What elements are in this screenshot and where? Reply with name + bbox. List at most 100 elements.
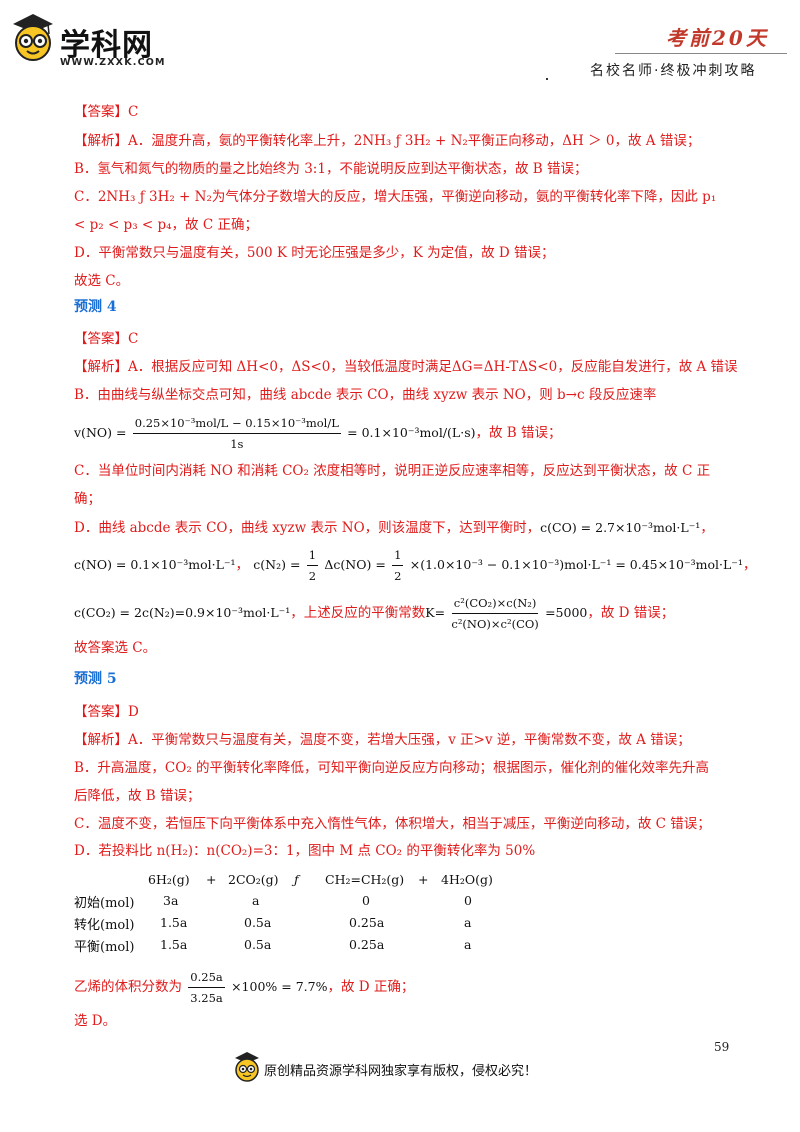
logo-url: WWW.ZXXK.COM: [60, 57, 166, 68]
analysis-a-text: A．平衡常数只与温度有关，温度不变，若增大压强，v 正>v 逆，平衡常数不变，故…: [128, 732, 691, 748]
n2-lhs: c(N₂) =: [253, 557, 301, 572]
table-cell: 0.5a: [244, 915, 272, 930]
section-title: 预测 5: [74, 671, 117, 687]
rate-numerator: 0.25×10⁻³mol/L − 0.15×10⁻³mol/L: [132, 414, 341, 434]
analysis-a-text: A．温度升高，氨的平衡转化率上升，2NH₃ ƒ 3H₂ + N₂平衡正向移动，Δ…: [128, 133, 701, 149]
eq-plus: +: [206, 872, 217, 887]
table-cell: 1.5a: [160, 915, 188, 930]
analysis-b-1: B．升高温度，CO₂ 的平衡转化率降低，可知平衡向逆反应方向移动；根据图示，催化…: [74, 760, 710, 776]
answer-line: 【答案】D: [74, 703, 139, 721]
series-subtitle: 名校名师·终极冲刺攻略: [590, 63, 757, 79]
table-cell: 0: [464, 893, 472, 908]
k-equation-line: c(CO₂) = 2c(N₂)=0.9×10⁻³mol·L⁻¹，上述反应的平衡常…: [74, 594, 674, 633]
header-dot: [546, 78, 548, 80]
half-numerator: 1: [392, 546, 404, 566]
ethylene-numerator: 0.25a: [188, 968, 225, 988]
analysis-c-2: 确；: [74, 491, 101, 507]
half-denominator: 2: [308, 569, 317, 583]
rate-denominator: 1s: [230, 437, 244, 451]
k-text: ，上述反应的平衡常数: [290, 605, 426, 621]
half-fraction: 1 2: [306, 546, 319, 585]
table-cell: 0: [362, 893, 370, 908]
half-denominator: 2: [394, 569, 402, 583]
conclusion: 选 D。: [74, 1013, 117, 1029]
section-title: 预测 4: [74, 299, 117, 315]
analysis-b: B．由曲线与纵坐标交点可知，曲线 abcde 表示 CO，曲线 xyzw 表示 …: [74, 387, 657, 403]
row-label-change: 转化(mol): [74, 918, 135, 933]
answer-line: 【答案】C: [74, 330, 138, 348]
analysis-d: D．平衡常数只与温度有关，500 K 时无论压强是多少，K 为定值，故 D 错误…: [74, 245, 555, 261]
row-label-equilibrium: 平衡(mol): [74, 940, 135, 955]
table-cell: a: [464, 915, 472, 930]
table-cell: a: [464, 937, 472, 952]
analysis-c-2: < p₂ < p₃ < p₄，故 C 正确；: [74, 217, 258, 233]
logo-mascot-icon: [8, 10, 58, 66]
table-cell: 0.25a: [349, 915, 385, 930]
conclusion: 故答案选 C。: [74, 640, 157, 656]
answer-label: 【答案】: [74, 704, 128, 720]
rate-fraction: 0.25×10⁻³mol/L − 0.15×10⁻³mol/L 1s: [132, 414, 341, 453]
eq-term-water: 4H₂O(g): [441, 872, 493, 887]
analysis-a: 【解析】A．平衡常数只与温度有关，温度不变，若增大压强，v 正>v 逆，平衡常数…: [74, 731, 691, 749]
answer-label: 【答案】: [74, 331, 128, 347]
ethylene-tail: ，故 D 正确；: [327, 979, 415, 995]
rate-lhs: v(NO) =: [74, 425, 127, 440]
answer-line: 【答案】C: [74, 103, 138, 121]
analysis-c-1: C．当单位时间内消耗 NO 和消耗 CO₂ 浓度相等时，说明正逆反应速率相等，反…: [74, 463, 711, 479]
n2-equation-line: c(NO) = 0.1×10⁻³mol·L⁻¹， c(N₂) = 1 2 Δc(…: [74, 546, 757, 585]
k-fraction: c²(CO₂)×c(N₂) c²(NO)×c²(CO): [451, 594, 538, 633]
no-concentration: c(NO) = 0.1×10⁻³mol·L⁻¹: [74, 557, 236, 572]
k-lhs: K=: [425, 605, 446, 620]
analysis-label: 【解析】: [74, 133, 128, 149]
conclusion: 故选 C。: [74, 273, 130, 289]
rate-equation: v(NO) = 0.25×10⁻³mol/L − 0.15×10⁻³mol/L …: [74, 414, 562, 453]
answer-value: D: [128, 704, 139, 720]
analysis-b-2: 后降低，故 B 错误；: [74, 788, 201, 804]
eq-term-h2: 6H₂(g): [148, 872, 190, 887]
table-cell: 0.5a: [244, 937, 272, 952]
co-concentration: c(CO) = 2.7×10⁻³mol·L⁻¹: [540, 520, 701, 535]
rate-rhs: = 0.1×10⁻³mol/(L·s): [347, 425, 476, 440]
answer-label: 【答案】: [74, 104, 128, 120]
analysis-label: 【解析】: [74, 359, 128, 375]
answer-value: C: [128, 104, 139, 120]
table-cell: 0.25a: [349, 937, 385, 952]
eq-arrow: ƒ: [294, 872, 299, 887]
comma: ，: [700, 520, 714, 536]
half-numerator: 1: [306, 546, 319, 566]
k-denominator: c²(NO)×c²(CO): [451, 617, 539, 631]
table-cell: 1.5a: [160, 937, 188, 952]
analysis-b: B．氢气和氮气的物质的量之比始终为 3:1，不能说明反应到达平衡状态，故 B 错…: [74, 161, 588, 177]
co2-concentration: c(CO₂) = 2c(N₂)=0.9×10⁻³mol·L⁻¹: [74, 605, 291, 620]
k-numerator: c²(CO₂)×c(N₂): [451, 594, 539, 614]
ethylene-rhs: ×100% = 7.7%: [231, 979, 328, 994]
ethylene-denominator: 3.25a: [190, 991, 223, 1005]
ethylene-fraction-line: 乙烯的体积分数为 0.25a 3.25a ×100% = 7.7%，故 D 正确…: [74, 968, 414, 1007]
analysis-a: 【解析】A．温度升高，氨的平衡转化率上升，2NH₃ ƒ 3H₂ + N₂平衡正向…: [74, 132, 700, 150]
analysis-c: C．温度不变，若恒压下向平衡体系中充入惰性气体，体积增大，相当于减压，平衡逆向移…: [74, 816, 711, 832]
page-number: 59: [714, 1040, 730, 1054]
answer-value: C: [128, 331, 139, 347]
analysis-c-1: C．2NH₃ ƒ 3H₂ + N₂为气体分子数增大的反应，增大压强，平衡逆向移动…: [74, 189, 717, 205]
ethylene-fraction: 0.25a 3.25a: [188, 968, 225, 1007]
eq-plus: +: [418, 872, 429, 887]
analysis-d-1: D．曲线 abcde 表示 CO，曲线 xyzw 表示 NO，则该温度下，达到平…: [74, 519, 714, 537]
row-label-initial: 初始(mol): [74, 896, 135, 911]
footer-mascot-icon: [232, 1050, 262, 1084]
n2-mid: Δc(NO) =: [324, 557, 386, 572]
k-rhs: =5000: [545, 605, 588, 620]
logo-text: 学科网: [60, 28, 153, 63]
eq-term-ethylene: CH₂=CH₂(g): [325, 872, 405, 887]
n2-rhs: ×(1.0×10⁻³ − 0.1×10⁻³)mol·L⁻¹ = 0.45×10⁻…: [409, 557, 743, 572]
copyright-text: 原创精品资源学科网独家享有版权，侵权必究！: [264, 1064, 538, 1079]
analysis-d-text: D．曲线 abcde 表示 CO，曲线 xyzw 表示 NO，则该温度下，达到平…: [74, 520, 541, 536]
header-divider: [615, 53, 787, 54]
series-title: 考前20天: [666, 26, 769, 50]
analysis-a: 【解析】A．根据反应可知 ΔH<0，ΔS<0，当较低温度时满足ΔG=ΔH-TΔS…: [74, 358, 738, 376]
rate-tail: ，故 B 错误；: [475, 425, 562, 441]
analysis-a-text: A．根据反应可知 ΔH<0，ΔS<0，当较低温度时满足ΔG=ΔH-TΔS<0，反…: [128, 359, 738, 375]
analysis-label: 【解析】: [74, 732, 128, 748]
ethylene-text: 乙烯的体积分数为: [74, 979, 182, 995]
table-cell: a: [252, 893, 260, 908]
analysis-d: D．若投料比 n(H₂)：n(CO₂)=3：1，图中 M 点 CO₂ 的平衡转化…: [74, 843, 536, 859]
